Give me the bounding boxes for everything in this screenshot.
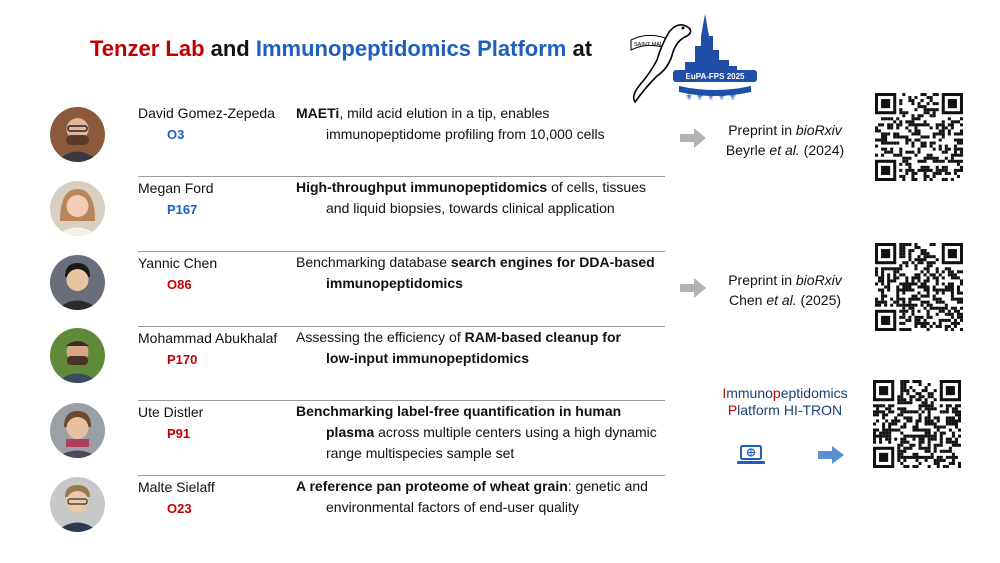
presentation-description: MAETi, mild acid elution in a tip, enabl… <box>296 103 676 145</box>
row-divider <box>138 400 665 401</box>
presentation-code: O23 <box>167 501 192 516</box>
preprint-reference[interactable]: Preprint in bioRxiv Chen et al. (2025) <box>728 272 842 308</box>
arrow-right-icon <box>680 128 706 148</box>
description-line: Assessing the efficiency of RAM-based cl… <box>296 329 621 345</box>
presentation-code: P167 <box>167 202 198 217</box>
presenter-name: David Gomez-Zepeda <box>138 105 275 121</box>
row-divider <box>138 251 665 252</box>
avatar <box>50 328 105 383</box>
qr-code-icon[interactable] <box>873 380 961 468</box>
presentation-code: P170 <box>167 352 198 367</box>
presentation-code: P91 <box>167 426 191 441</box>
logo-banner-text: SAINT MALO <box>634 42 668 48</box>
row-divider <box>138 475 665 476</box>
arrow-right-icon <box>680 278 706 298</box>
description-line: High-throughput immunopeptidomics of cel… <box>296 179 647 195</box>
title-at: at <box>566 36 593 61</box>
description-line: range multispecies sample set <box>326 445 515 461</box>
title-platform: Immunopeptidomics Platform <box>255 36 567 61</box>
presentation-description: High-throughput immunopeptidomics of cel… <box>296 177 676 219</box>
platform-link-text[interactable]: Immunopeptidomics Platform HI-TRON <box>722 385 848 418</box>
presenter-name: Mohammad Abukhalaf <box>138 330 278 346</box>
presentation-description: Benchmarking database search engines for… <box>296 252 676 294</box>
presentation-description: A reference pan proteome of wheat grain:… <box>296 476 676 518</box>
description-line: MAETi, mild acid elution in a tip, enabl… <box>296 105 550 121</box>
description-line: Benchmarking database search engines for… <box>296 254 655 270</box>
description-line: environmental factors of end-user qualit… <box>326 499 579 515</box>
presenter-name: Megan Ford <box>138 180 214 196</box>
presenter-name: Malte Sielaff <box>138 479 215 495</box>
avatar <box>50 403 105 458</box>
description-line: A reference pan proteome of wheat grain:… <box>296 478 648 494</box>
description-line: immunopeptidomics <box>326 275 463 291</box>
preprint-reference[interactable]: Preprint in bioRxiv Beyrle et al. (2024) <box>725 122 845 158</box>
slide-title: Tenzer Lab and Immunopeptidomics Platfor… <box>90 36 592 62</box>
presenter-name: Yannic Chen <box>138 255 218 271</box>
conference-logo: SAINT MALO EuPA-FPS 2025 ⚜ ⚜ ⚜ ⚜ ⚜ <box>630 14 757 104</box>
avatar <box>50 107 105 162</box>
presentation-description: Assessing the efficiency of RAM-based cl… <box>296 327 676 369</box>
presentation-code: O3 <box>167 127 185 142</box>
avatar <box>50 255 105 310</box>
presentation-code: O86 <box>167 277 192 292</box>
presenter-name: Ute Distler <box>138 404 204 420</box>
row-divider <box>138 176 665 177</box>
row-divider <box>138 326 665 327</box>
svg-text:⚜ ⚜ ⚜ ⚜ ⚜: ⚜ ⚜ ⚜ ⚜ ⚜ <box>685 93 737 103</box>
logo-event-text: EuPA-FPS 2025 <box>686 72 746 81</box>
laptop-icon <box>737 445 765 464</box>
title-and: and <box>204 36 256 61</box>
description-line: low-input immunopeptidomics <box>326 350 529 366</box>
avatar <box>50 181 105 236</box>
avatar <box>50 477 105 532</box>
arrow-right-icon <box>818 446 844 464</box>
title-lab: Tenzer Lab <box>90 36 205 61</box>
qr-code-icon[interactable] <box>875 243 963 331</box>
description-line: and liquid biopsies, towards clinical ap… <box>326 200 615 216</box>
qr-code-icon[interactable] <box>875 93 963 181</box>
description-line: Benchmarking label-free quantification i… <box>296 403 622 419</box>
description-line: plasma across multiple centers using a h… <box>326 424 657 440</box>
presentation-description: Benchmarking label-free quantification i… <box>296 401 676 464</box>
description-line: immunopeptidome profiling from 10,000 ce… <box>326 126 605 142</box>
